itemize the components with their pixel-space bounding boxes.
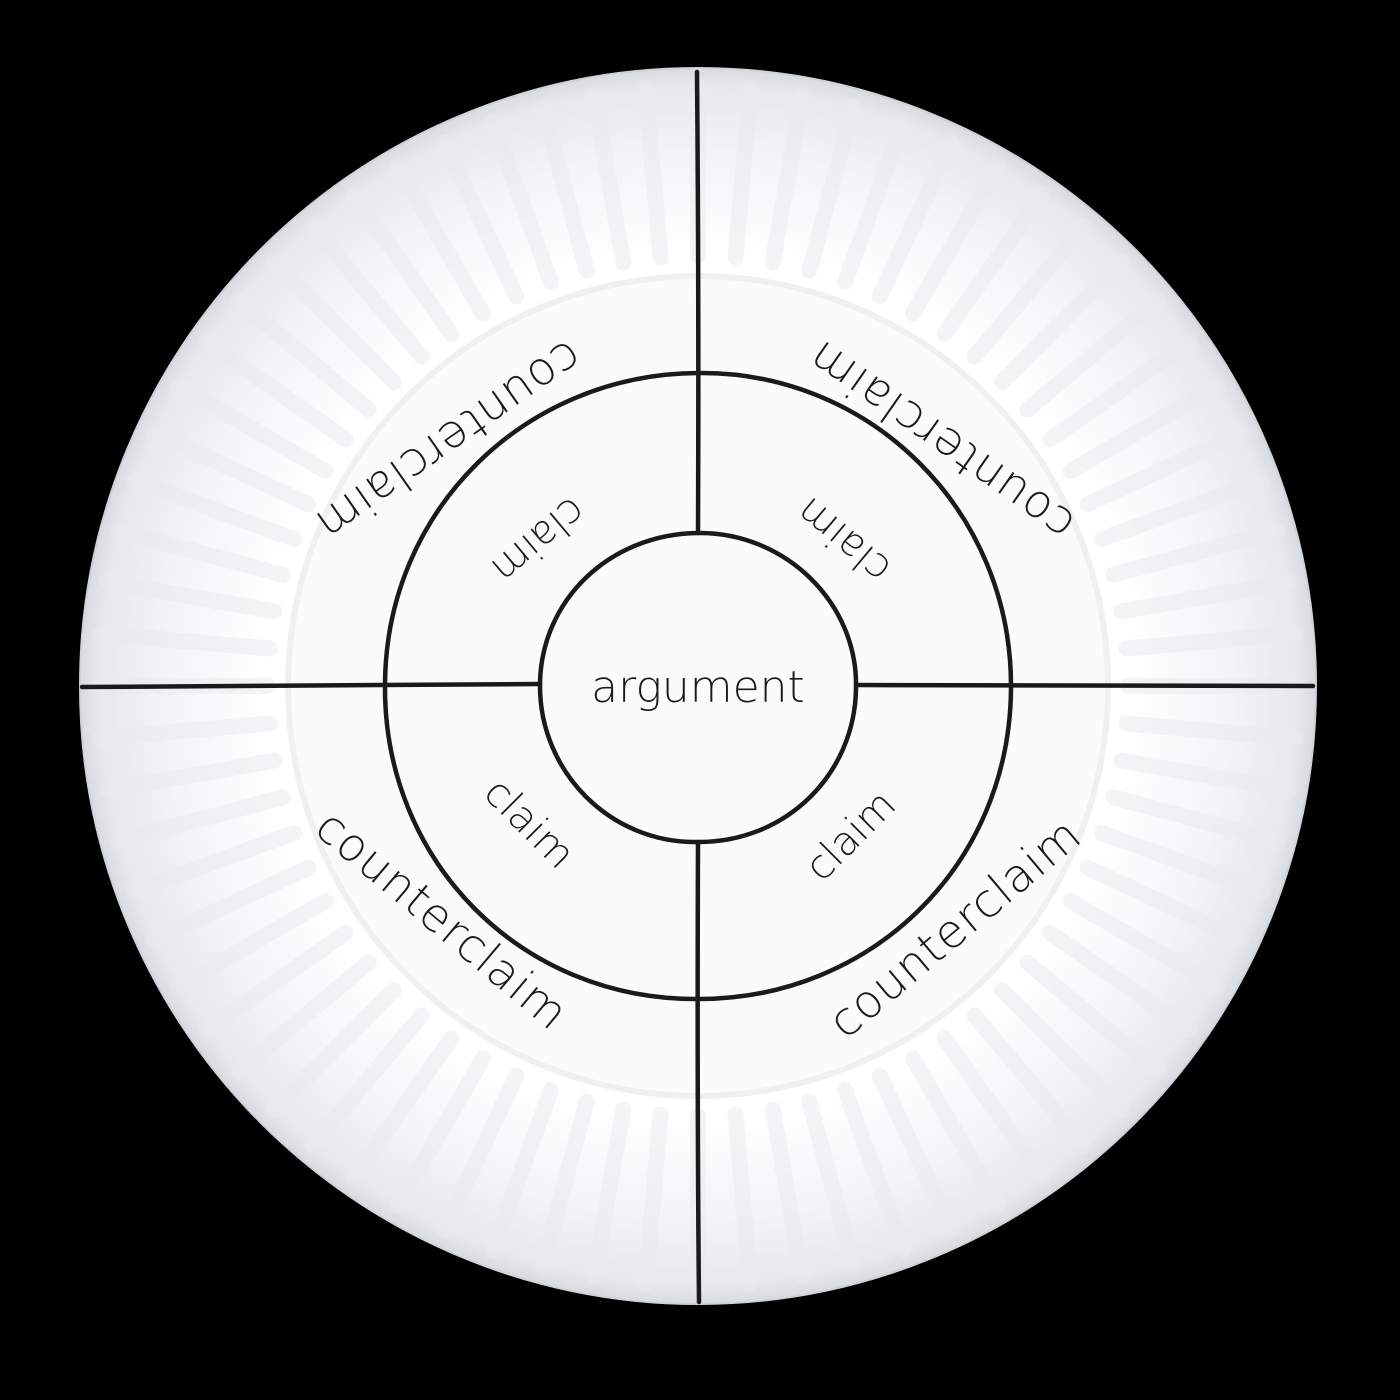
rim-flute [871,1067,960,1238]
rim-flute [146,859,317,948]
rim-flute [905,1050,1006,1214]
rim-flute [390,158,491,322]
rim-flute [1105,522,1286,583]
rim-flute [1113,752,1297,799]
rim-flute [110,789,291,850]
rim-flute [304,1007,430,1154]
rim-flute [837,1082,912,1258]
rim-flute [484,1082,559,1258]
rim-flute [484,114,559,290]
rim-flute [92,715,278,747]
rim-flute [534,1093,595,1274]
argument-ring [537,530,859,845]
rim-flute [727,1106,759,1292]
rim-flute [170,378,334,479]
rim-flute [1094,472,1270,547]
rim-flute [126,472,302,547]
rim-flute [905,158,1006,322]
horizontal-divider-left [79,681,543,690]
rim-flute [764,87,811,271]
rim-flute [99,752,283,799]
rim-flute [92,625,278,657]
rim-flute [534,98,595,279]
rim-flute [126,825,302,900]
rim-flute [265,253,402,390]
vertical-divider-bottom [695,839,702,1305]
rim-flute [170,893,334,994]
rim-flute [345,1030,460,1186]
rim-flute [1042,924,1198,1039]
vertical-divider-top [694,69,701,536]
rim-flute [265,982,402,1119]
rim-flute [230,292,377,418]
rim-flute [637,80,669,266]
rim-flute [1079,859,1250,948]
rim-flute [436,1067,525,1238]
rim-flute [1118,715,1304,747]
rim-flute [146,424,317,513]
rim-flute [1079,424,1250,513]
rim-flute [994,982,1131,1119]
rim-flute [230,954,377,1080]
rim-flute [966,218,1092,365]
rim-flute [1062,893,1226,994]
rim-flute [1094,825,1270,900]
rim-flute [764,1101,811,1285]
rim-flute [936,1030,1051,1186]
horizontal-divider-right [853,682,1316,689]
rim-flute [1019,292,1166,418]
rim-flute [801,98,862,279]
diagram-lines [79,69,1316,1305]
rim-flute [994,253,1131,390]
rim-flute [1062,378,1226,479]
rim-flute [837,114,912,290]
rim-flute [99,573,283,620]
rim-flute [1019,954,1166,1080]
rim-flute [637,1106,669,1292]
rim-flute [585,1101,632,1285]
rim-flute [585,87,632,271]
paper-plate [79,67,1317,1305]
rim-flute [727,80,759,266]
rim-flute [936,186,1051,342]
rim-flute [198,924,354,1039]
rim-flute [1118,625,1304,657]
rim-flute [436,134,525,305]
rim-flute [1105,789,1286,850]
rim-flute [966,1007,1092,1154]
rim-flute [390,1050,491,1214]
rim-flute [198,333,354,448]
rim-flute [345,186,460,342]
rim-flute [110,522,291,583]
rim-flute [801,1093,862,1274]
claims-ring [382,370,1014,1002]
rim-flute [1042,333,1198,448]
argument-label: argument [591,662,805,713]
rim-flute [304,218,430,365]
rim-flute [1113,573,1297,620]
rim-flute [871,134,960,305]
